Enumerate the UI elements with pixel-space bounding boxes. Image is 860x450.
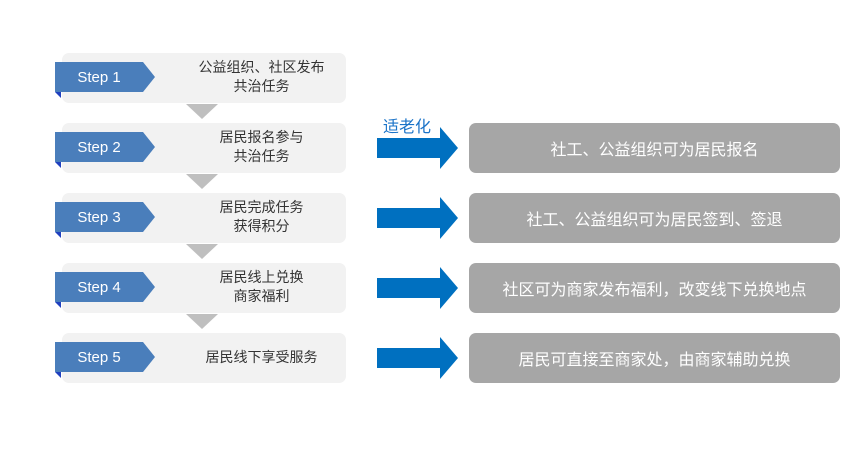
right-arrow-icon — [377, 267, 458, 309]
step-text: 居民报名参与 共治任务 — [219, 130, 304, 165]
right-arrow-icon — [377, 337, 458, 379]
down-arrow-icon — [186, 244, 218, 259]
down-arrow-icon — [186, 104, 218, 119]
result-box: 社工、公益组织可为居民签到、签退 — [469, 193, 840, 243]
step-tab: Step 5 — [55, 342, 155, 378]
step-box: 居民完成任务 获得积分 — [62, 193, 346, 243]
step-tab: Step 1 — [55, 62, 155, 98]
step-label: Step 3 — [77, 208, 121, 226]
step-tab: Step 4 — [55, 272, 155, 308]
elderly-friendly-label: 适老化 — [383, 117, 432, 136]
result-box: 社工、公益组织可为居民报名 — [469, 123, 840, 173]
step-text: 公益组织、社区发布 共治任务 — [198, 60, 325, 95]
step-label: Step 4 — [77, 278, 121, 296]
right-arrow-icon — [377, 127, 458, 169]
step-label: Step 5 — [77, 348, 121, 366]
step-label: Step 2 — [77, 138, 121, 156]
result-box: 居民可直接至商家处，由商家辅助兑换 — [469, 333, 840, 383]
down-arrow-icon — [186, 314, 218, 329]
step-tab: Step 2 — [55, 132, 155, 168]
result-box: 社区可为商家发布福利，改变线下兑换地点 — [469, 263, 840, 313]
step-text: 居民完成任务 获得积分 — [219, 200, 304, 235]
down-arrow-icon — [186, 174, 218, 189]
step-tab: Step 3 — [55, 202, 155, 238]
step-text: 居民线上兑换 商家福利 — [219, 270, 304, 305]
step-label: Step 1 — [77, 68, 121, 86]
step-text: 居民线下享受服务 — [205, 349, 318, 366]
right-arrow-icon — [377, 197, 458, 239]
